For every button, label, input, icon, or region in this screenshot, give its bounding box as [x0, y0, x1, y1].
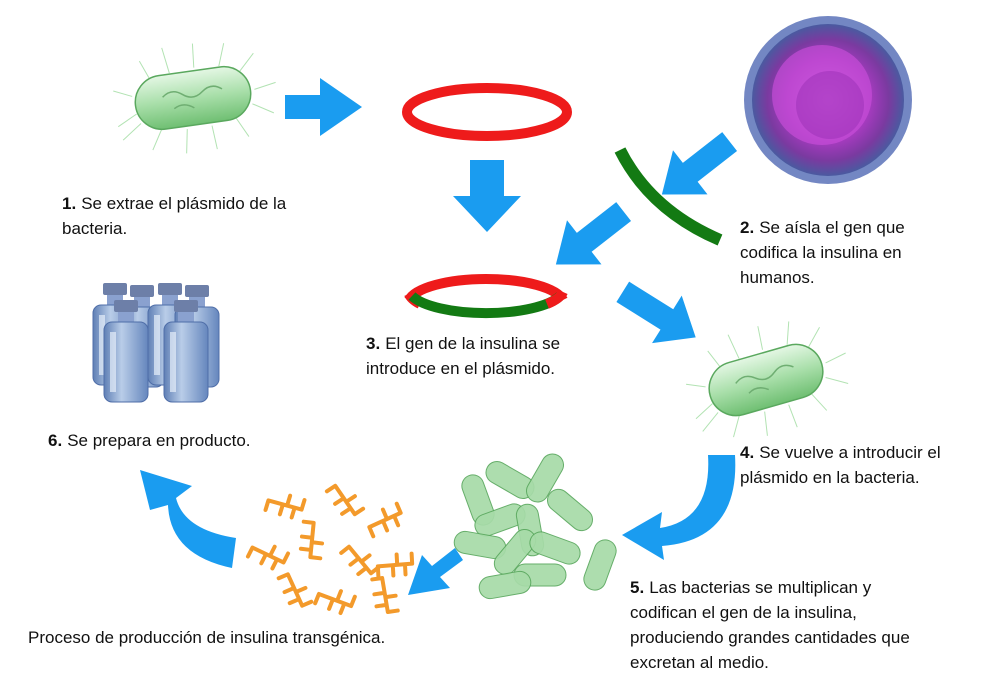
arrow-curve-to-vials [140, 470, 236, 568]
step5-line4-text: excretan al medio. [630, 653, 769, 672]
step2-line3-text: humanos. [740, 268, 815, 287]
step4-label: 4.Se vuelve a introducir el [740, 443, 941, 462]
step5-line2-text: codifican el gen de la insulina, [630, 603, 857, 622]
step1-label: 1.Se extrae el plásmido de la [62, 194, 287, 213]
figure-caption: Proceso de producción de insulina transg… [28, 628, 385, 647]
step5-label: 5.Las bacterias se multiplican y [630, 578, 872, 597]
step1-line1: Se extrae el plásmido de la [81, 194, 287, 213]
step3-line2-text: introduce en el plásmido. [366, 359, 555, 378]
step2-label: 2.Se aísla el gen que [740, 218, 905, 237]
bacterium-step4 [676, 305, 861, 453]
step1-line2-text: bacteria. [62, 219, 127, 238]
insulin-molecules [247, 484, 420, 619]
human-cell [744, 16, 912, 184]
step5-line3-text: produciendo grandes cantidades que [630, 628, 910, 647]
recombinant-plasmid [409, 279, 563, 313]
arrow-down-to-recombinant [453, 160, 521, 232]
arrow-gene-to-plasmid [539, 189, 641, 286]
arrow-to-bacterium [608, 268, 711, 361]
step2-line2-text: codifica la insulina en [740, 243, 902, 262]
bacterium-step1 [108, 33, 283, 162]
arrow-to-plasmid [285, 78, 362, 136]
arrow-curve-to-colony [622, 455, 735, 560]
step6-label: 6.Se prepara en producto. [48, 431, 251, 450]
arrow-to-insulin [408, 548, 463, 595]
plasmid-ring [407, 88, 567, 136]
step4-line2-text: plásmido en la bacteria. [740, 468, 920, 487]
step3-label: 3.El gen de la insulina se [366, 334, 560, 353]
insulin-vials [93, 283, 219, 402]
bacteria-colony [452, 450, 619, 600]
